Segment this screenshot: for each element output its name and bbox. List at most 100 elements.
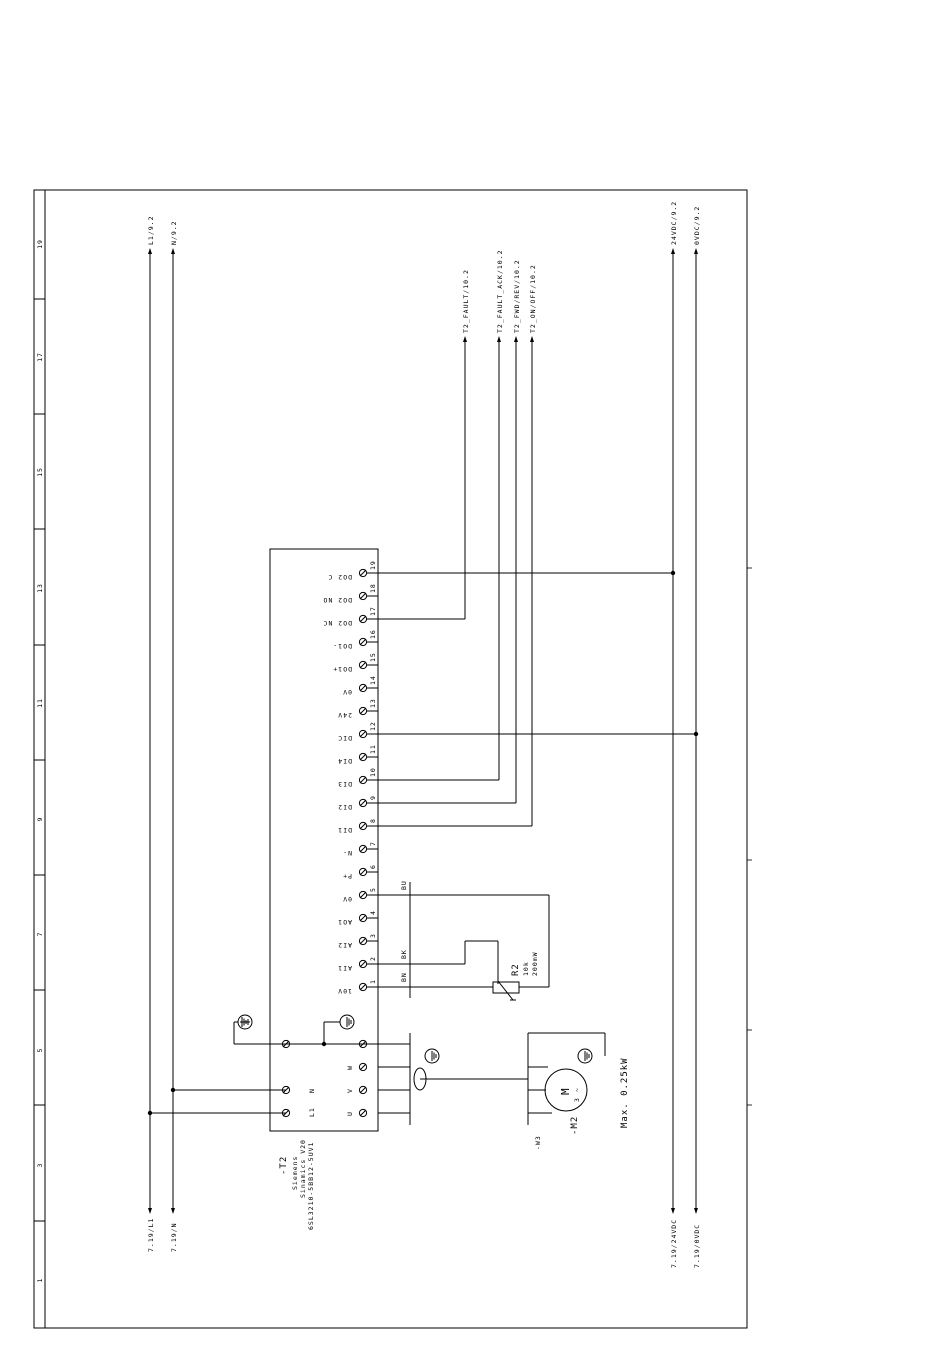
- analog-wiring: BU BK BN: [378, 880, 550, 998]
- terminal-label: DI1: [337, 826, 352, 834]
- arrow-down-icon: [148, 1208, 152, 1214]
- terminal-screw-icon: [358, 775, 368, 785]
- terminal-14: 0V 14: [342, 675, 378, 696]
- arrow-up-icon: [671, 248, 675, 254]
- terminal-screw-icon: [358, 913, 368, 923]
- terminal-number: 13: [369, 698, 377, 708]
- ground-icon: [424, 1048, 440, 1064]
- terminal-17: DO2 NC 17: [323, 606, 378, 627]
- terminal-number: 11: [369, 744, 377, 754]
- potentiometer-value: 10k: [522, 961, 530, 976]
- rail-0vdc-top-ref: 0VDC/9.2: [693, 206, 701, 245]
- arrow-up-icon: [148, 248, 152, 254]
- terminal-12: DIC 12: [337, 721, 378, 742]
- motor-m2: M 3 ~ -M2 Max. 0.25kW: [528, 1032, 630, 1135]
- rail-24vdc-top-ref: 24VDC/9.2: [670, 201, 678, 245]
- terminal-screw-icon: [358, 729, 368, 739]
- arrow-up-icon: [463, 336, 467, 342]
- terminal-screw-icon: [358, 591, 368, 601]
- terminal-screw-icon: [358, 1108, 368, 1118]
- terminal-label: P+: [342, 872, 352, 880]
- arrow-up-icon: [171, 248, 175, 254]
- terminal-label-u: U: [346, 1111, 354, 1116]
- terminal-screw-icon: [358, 637, 368, 647]
- rail-0vdc-bottom-ref: 7.19/0VDC: [693, 1224, 701, 1268]
- terminal-number: 4: [369, 910, 377, 915]
- terminal-label: DO2 NC: [323, 619, 352, 627]
- terminal-number: 17: [369, 606, 377, 616]
- terminal-label: DO2 C: [327, 573, 352, 581]
- rail-0vdc: 0VDC/9.2 7.19/0VDC: [693, 206, 701, 1268]
- terminal-screw-icon: [358, 1085, 368, 1095]
- terminal-number: 2: [369, 956, 377, 961]
- terminal-screw-icon: [358, 706, 368, 716]
- motor-tag: -M2: [570, 1116, 580, 1135]
- rail-24vdc-bottom-ref: 7.19/24VDC: [670, 1219, 678, 1268]
- terminal-label: 0V: [342, 688, 352, 696]
- column-number: 7: [36, 932, 44, 937]
- terminal-label: DI3: [337, 780, 352, 788]
- signal-fault-ack-ref: T2_FAULT_ACK/10.2: [496, 249, 504, 333]
- terminal-screw-icon: [358, 936, 368, 946]
- control-terminals: 10V1AI12AI23AO140V5P+6N-7DI18DI29DI310DI…: [281, 560, 378, 1118]
- ground-icon: [237, 1014, 253, 1030]
- terminal-number: 6: [369, 864, 377, 869]
- terminal-11: DI4 11: [337, 744, 378, 765]
- terminal-screw-icon: [358, 982, 368, 992]
- cable-tag: -W3: [534, 1135, 542, 1150]
- cable-w3: -W3: [378, 1033, 542, 1150]
- signal-on-off: T2_ON/OFF/10.2: [378, 264, 537, 827]
- terminal-16: DO1-16: [332, 629, 378, 650]
- terminal-number: 18: [369, 583, 377, 593]
- terminal-number: 12: [369, 721, 377, 731]
- terminal-number: 3: [369, 933, 377, 938]
- drive-enclosure: [269, 548, 379, 1132]
- terminal-label-n: N: [308, 1088, 316, 1093]
- terminal-label: AI2: [337, 941, 352, 949]
- drive-tag: -T2: [279, 1156, 289, 1175]
- arrow-down-icon: [171, 1208, 175, 1214]
- terminal-label: DIC: [337, 734, 352, 742]
- arrow-up-icon: [694, 248, 698, 254]
- column-number: 19: [36, 239, 44, 249]
- drive-model: Sinamics V20: [299, 1139, 307, 1198]
- terminal-number: 5: [369, 887, 377, 892]
- terminal-8: DI1 8: [337, 818, 378, 834]
- terminal-screw-icon: [358, 798, 368, 808]
- rail-24vdc: 24VDC/9.2 7.19/24VDC: [670, 201, 678, 1268]
- potentiometer-tag: R2: [511, 963, 521, 976]
- terminal-label: DI4: [337, 757, 352, 765]
- terminal-label-w: W: [346, 1065, 354, 1070]
- power-wiring: N L1 W V U: [147, 1021, 378, 1117]
- potentiometer-r2: R2 10k 200mW: [492, 951, 539, 1001]
- terminal-number: 8: [369, 818, 377, 823]
- terminal-screw-icon: [358, 683, 368, 693]
- arrow-up-icon: [497, 336, 501, 342]
- motor-rating: Max. 0.25kW: [620, 1057, 630, 1128]
- column-numbers: 1 3 5 7 9 11 13 15 17 19: [36, 239, 44, 1282]
- terminal-number: 14: [369, 675, 377, 685]
- drive-t2: -T2 Siemens Sinamics V20 6SL3210-5BB12-5…: [269, 548, 379, 1230]
- terminal-6: P+ 6: [342, 864, 378, 880]
- drive-part-number: 6SL3210-5BB12-5UV1: [307, 1142, 315, 1230]
- ground-icon: [577, 1048, 593, 1064]
- arrow-down-icon: [694, 1208, 698, 1214]
- rail-l1-bottom-ref: 7.19/L1: [147, 1218, 155, 1252]
- rail-n-bottom-ref: 7.19/N: [170, 1223, 178, 1252]
- arrow-down-icon: [671, 1208, 675, 1214]
- terminal-label: N-: [342, 849, 352, 857]
- terminal-number: 10: [369, 767, 377, 777]
- signal-fault-ref: T2_FAULT/10.2: [462, 269, 470, 333]
- rail-l1: L1/9.2 7.19/L1: [147, 216, 155, 1252]
- column-number: 11: [36, 698, 44, 708]
- terminal-screw-icon: [358, 959, 368, 969]
- signal-fwd-rev-ref: T2_FWD/REV/10.2: [513, 259, 521, 333]
- terminal-number: 16: [369, 629, 377, 639]
